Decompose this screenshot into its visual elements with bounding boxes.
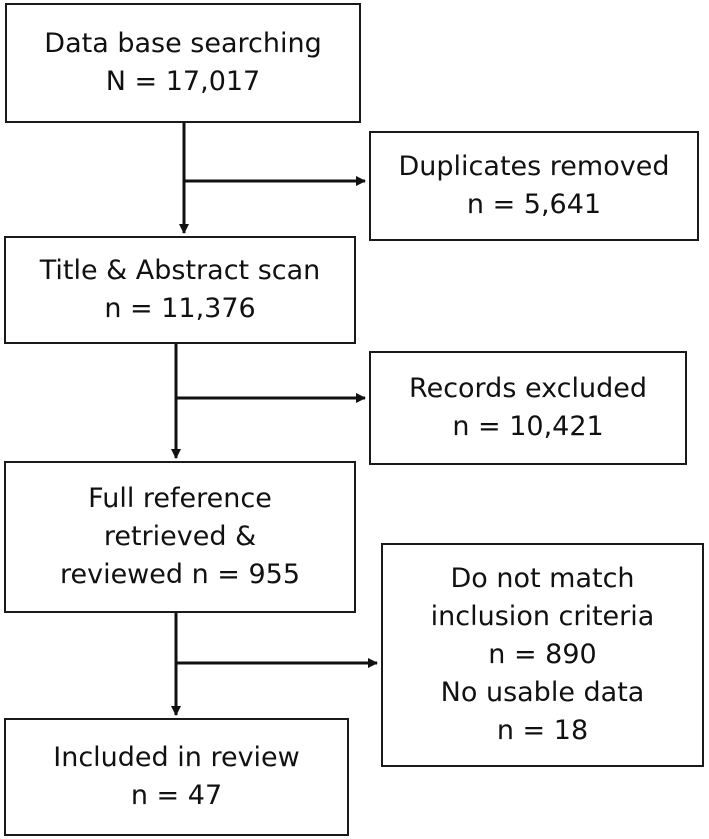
- box-included-title: Included in review: [53, 742, 300, 773]
- box-full-reference: Full reference retrieved & reviewed n = …: [4, 461, 356, 613]
- box-no-usable-data-count: n = 18: [496, 715, 589, 746]
- box-do-not-match-count: n = 890: [488, 639, 597, 670]
- box-title-abstract-scan-count: n = 11,376: [104, 293, 256, 324]
- box-full-reference-line-1: Full reference: [88, 483, 272, 514]
- box-database-searching: Data base searching N = 17,017: [5, 3, 361, 123]
- box-title-abstract-scan: Title & Abstract scan n = 11,376: [4, 236, 356, 344]
- box-database-searching-title: Data base searching: [44, 28, 322, 59]
- box-do-not-match-line-2: inclusion criteria: [430, 601, 655, 632]
- box-duplicates-title: Duplicates removed: [398, 151, 670, 182]
- box-database-searching-count: N = 17,017: [105, 66, 261, 97]
- box-full-reference-line-2: retrieved &: [103, 521, 257, 552]
- box-duplicates-count: n = 5,641: [466, 189, 602, 220]
- box-records-excluded: Records excluded n = 10,421: [369, 351, 687, 465]
- box-included-count: n = 47: [130, 780, 223, 811]
- box-do-not-match-line-1: Do not match: [450, 563, 635, 594]
- box-full-reference-line-3: reviewed n = 955: [59, 559, 301, 590]
- box-records-excluded-title: Records excluded: [409, 373, 647, 404]
- box-included-in-review: Included in review n = 47: [4, 718, 349, 836]
- box-do-not-match: Do not match inclusion criteria n = 890 …: [381, 543, 704, 767]
- box-records-excluded-count: n = 10,421: [452, 411, 604, 442]
- box-title-abstract-scan-title: Title & Abstract scan: [39, 255, 321, 286]
- box-no-usable-data-label: No usable data: [440, 677, 645, 708]
- box-duplicates-removed: Duplicates removed n = 5,641: [369, 131, 699, 241]
